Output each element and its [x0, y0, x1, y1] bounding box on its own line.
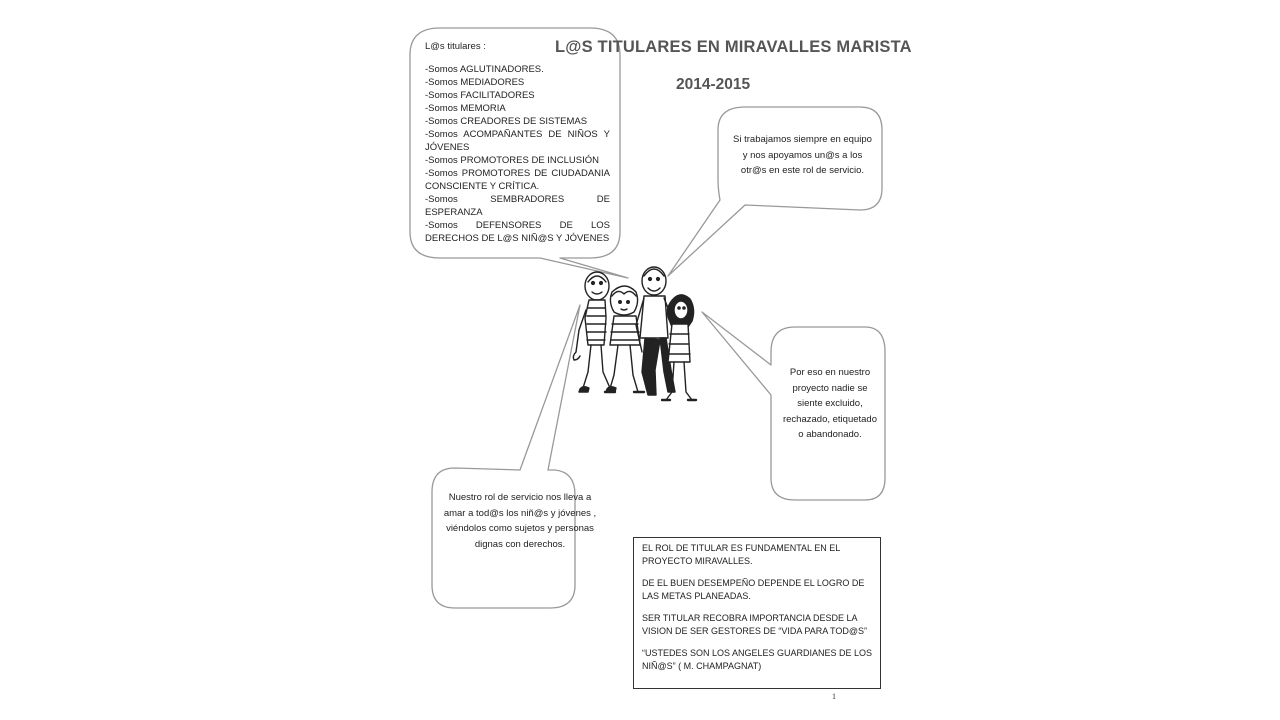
bubble-role-text: Nuestro rol de servicio nos lleva a amar… — [443, 492, 597, 550]
bubble-list-intro: L@s titulares : — [425, 41, 486, 52]
list-item: -Somos PROMOTORES DE INCLUSIÓN — [425, 155, 600, 166]
child-figure — [660, 294, 698, 402]
list-item: -Somos ACOMPAÑANTES DE NIÑOS Y JÓVENES — [425, 129, 610, 153]
list-item: -Somos FACILITADORES — [425, 90, 535, 101]
note-paragraph: “USTEDES SON LOS ANGELES GUARDIANES DE L… — [642, 648, 873, 671]
list-item: -Somos MEMORIA — [425, 103, 506, 114]
child-figure — [572, 271, 617, 393]
page-year: 2014-2015 — [676, 76, 751, 93]
list-item: -Somos MEDIADORES — [425, 77, 525, 88]
speech-bubble-list — [409, 27, 629, 279]
child-figure — [635, 266, 676, 396]
page-number: 1 — [832, 692, 836, 701]
speech-bubble-project — [701, 311, 886, 501]
page-title: L@S TITULARES EN MIRAVALLES MARISTA — [555, 38, 912, 56]
bubble-team-text: Si trabajamos siempre en equipo y nos ap… — [733, 134, 872, 176]
list-item: -Somos SEMBRADORES DE ESPERANZA — [425, 194, 610, 218]
speech-bubble-role — [431, 304, 581, 609]
note-box: EL ROL DE TITULAR ES FUNDAMENTAL EN EL P… — [633, 537, 881, 689]
list-item: -Somos DEFENSORES DE LOS DERECHOS DE L@S… — [425, 220, 610, 244]
list-item: -Somos CREADORES DE SISTEMAS — [425, 116, 588, 127]
note-paragraph: SER TITULAR RECOBRA IMPORTANCIA DESDE LA… — [642, 613, 868, 636]
child-figure — [603, 285, 646, 394]
speech-bubble-team — [667, 106, 883, 277]
list-item: -Somos PROMOTORES DE CIUDADANIA CONSCIEN… — [425, 168, 610, 192]
list-item: -Somos AGLUTINADORES. — [425, 64, 544, 75]
note-paragraph: EL ROL DE TITULAR ES FUNDAMENTAL EN EL P… — [642, 543, 840, 566]
note-paragraph: DE EL BUEN DESEMPEÑO DEPENDE EL LOGRO DE… — [642, 578, 865, 601]
bubble-list-text: L@s titulares : -Somos AGLUTINADORES. -S… — [425, 40, 610, 245]
bubble-project-text: Por eso en nuestro proyecto nadie se sie… — [782, 367, 878, 440]
children-group-illustration — [572, 266, 698, 402]
